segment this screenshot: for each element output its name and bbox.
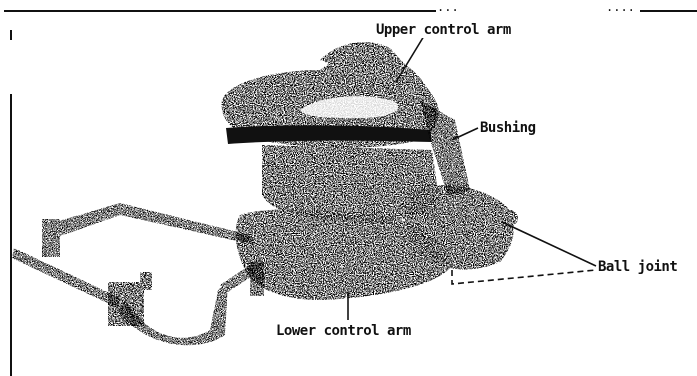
label-lower-control-arm: Lower control arm (276, 323, 411, 339)
label-ball-joint: Ball joint (598, 259, 677, 275)
top-dots-left: ... (437, 2, 459, 12)
top-dots-right: .... (606, 2, 635, 12)
end-link-shape (108, 272, 152, 326)
label-upper-control-arm: Upper control arm (376, 22, 511, 38)
lower-link-shape (250, 262, 264, 296)
label-bushing: Bushing (480, 120, 536, 136)
